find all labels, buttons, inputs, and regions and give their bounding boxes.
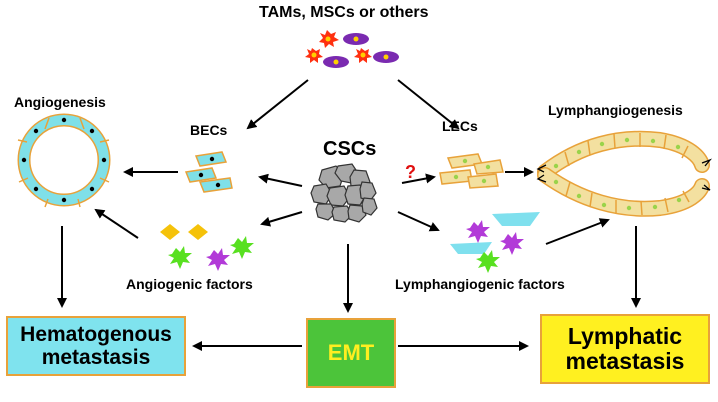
tams-mscs-cells xyxy=(305,30,399,68)
angiogenic-factors-label: Angiogenic factors xyxy=(126,276,253,292)
unknown-link-question-mark: ? xyxy=(405,162,416,182)
lymphatic-metastasis-box: Lymphatic metastasis xyxy=(540,314,710,384)
arrow-cscs-to-lymph-factors xyxy=(397,211,440,232)
angiogenesis-label: Angiogenesis xyxy=(14,94,106,110)
blood-vessel-ring xyxy=(17,113,111,208)
csc-cluster xyxy=(310,163,378,223)
lec-cells xyxy=(439,153,504,189)
arrow-cscs-to-angio-factors xyxy=(260,211,303,227)
arrow-cscs-to-lecs xyxy=(401,173,436,184)
lecs-label: LECs xyxy=(442,118,478,134)
arrow-sources-to-becs xyxy=(246,79,309,130)
lymphatic-vessel xyxy=(536,130,713,217)
becs-label: BECs xyxy=(190,122,228,138)
arrow-cscs-to-becs xyxy=(258,173,303,187)
angiogenic-factors-shapes xyxy=(160,224,254,271)
lymphangiogenesis-label: Lymphangiogenesis xyxy=(548,102,683,118)
hematogenous-metastasis-box: Hematogenous metastasis xyxy=(6,316,186,376)
lymphangiogenic-factors-label: Lymphangiogenic factors xyxy=(395,276,565,292)
sources-label: TAMs, MSCs or others xyxy=(259,4,429,21)
arrow-lymph-factors-to-vessel xyxy=(545,218,610,245)
emt-box: EMT xyxy=(306,318,396,388)
bec-cells xyxy=(184,151,233,193)
arrow-sources-to-lecs xyxy=(397,79,460,130)
arrow-angio-factors-to-vessel xyxy=(94,208,139,239)
lymphangiogenic-factors-shapes xyxy=(450,212,540,273)
cscs-label: CSCs xyxy=(323,138,377,160)
